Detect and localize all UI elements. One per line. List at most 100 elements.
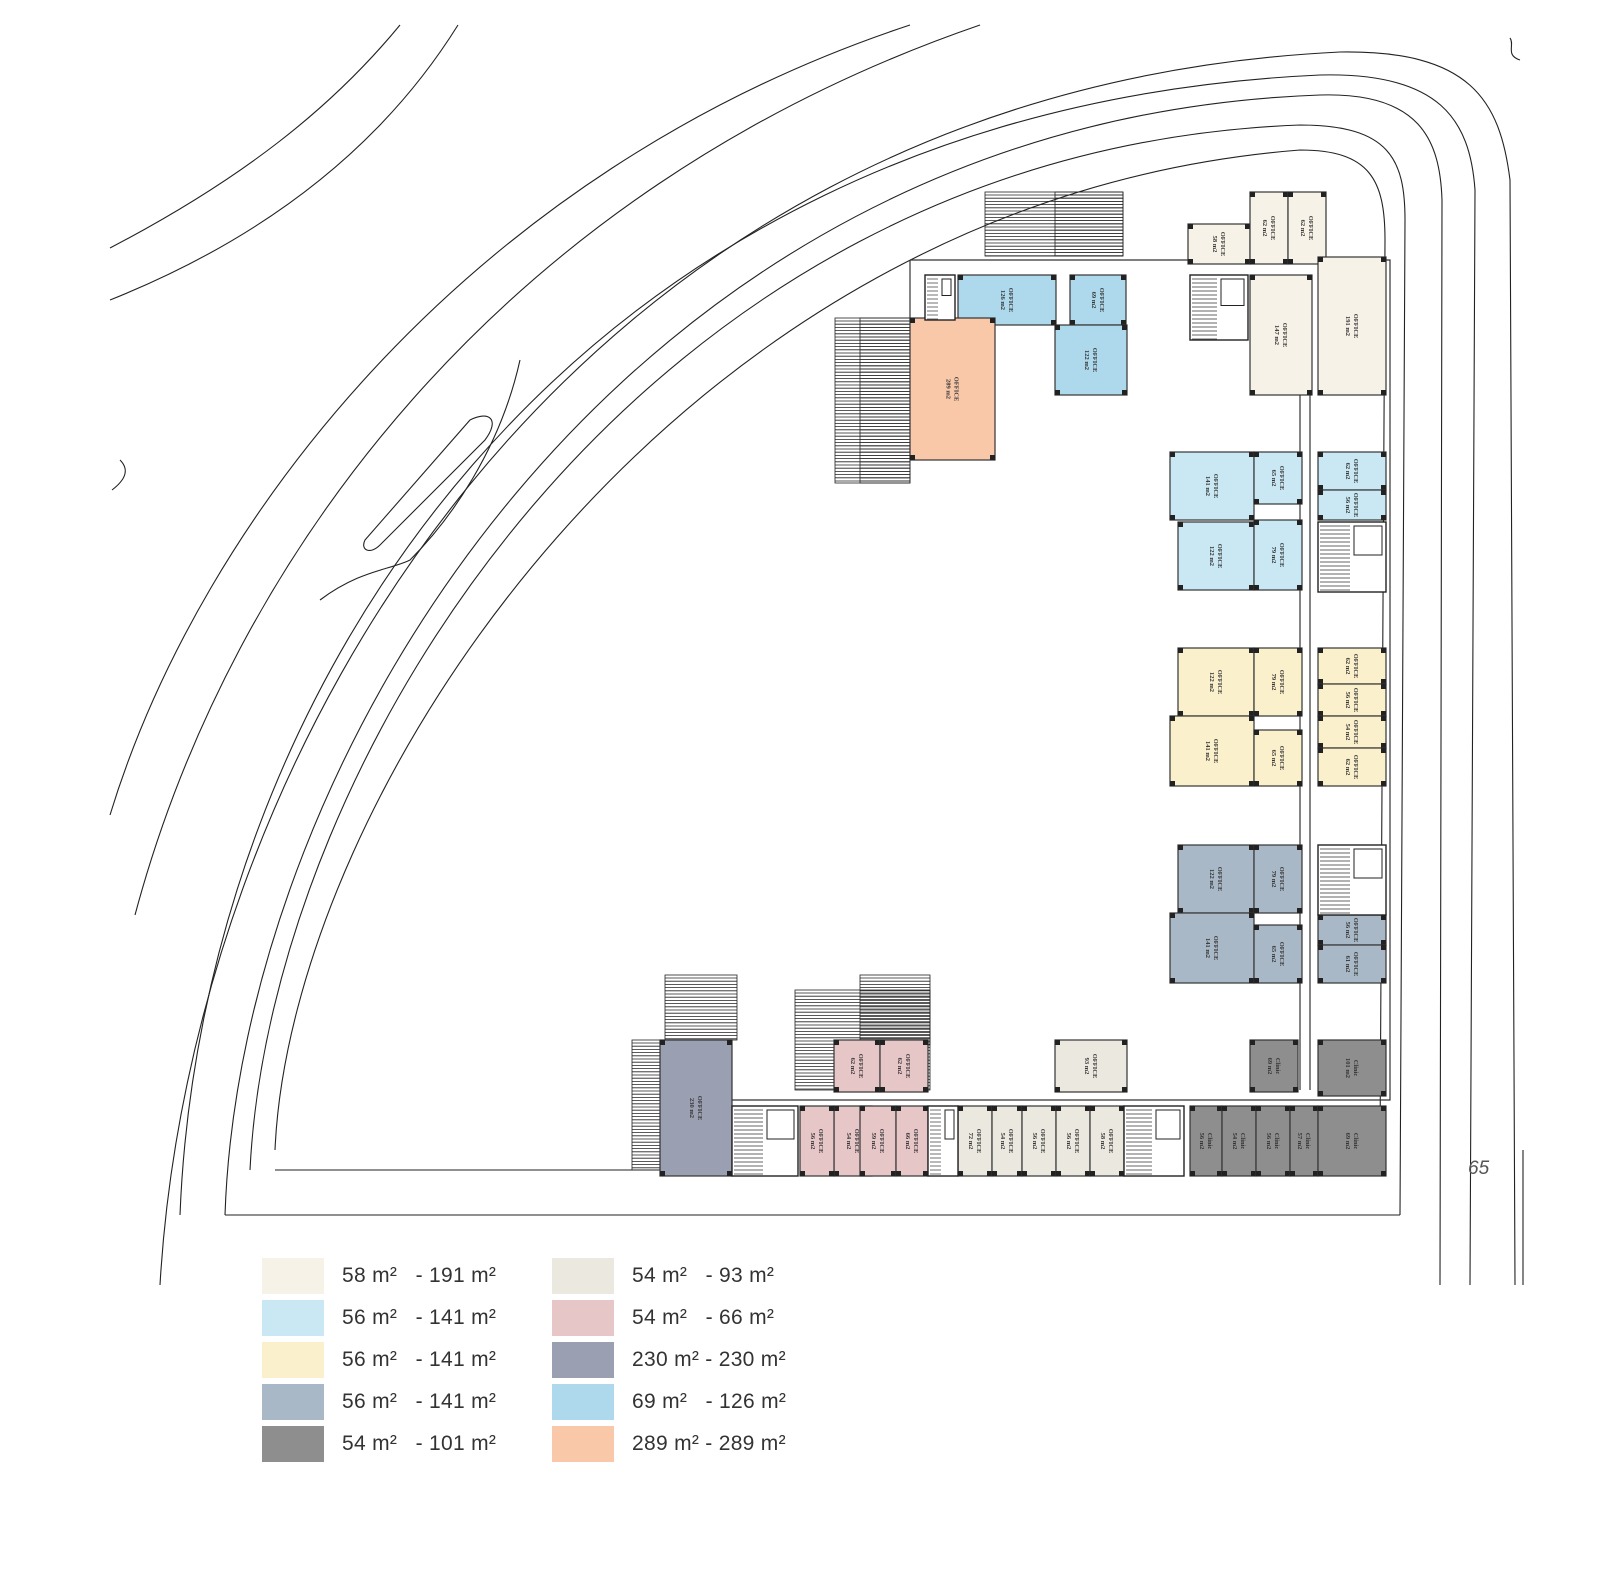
unit-label: Clinic101 m2 <box>1344 1058 1359 1078</box>
office-unit: OFFICE61 m2 <box>1317 944 1387 984</box>
office-unit: OFFICE66 m2 <box>895 1105 929 1177</box>
clinic-unit: Clinic69 m2 <box>1249 1039 1299 1093</box>
office-unit: OFFICE122 m2 <box>1177 521 1255 591</box>
legend-swatch <box>262 1426 324 1462</box>
area-legend: 58 m² - 191 m² 56 m² - 141 m² 56 m² - 141 … <box>262 1258 822 1478</box>
unit-label: OFFICE59 m2 <box>870 1129 885 1154</box>
office-unit: OFFICE62 m2 <box>1249 191 1289 265</box>
office-unit: OFFICE93 m2 <box>1054 1039 1128 1093</box>
unit-label: OFFICE58 m2 <box>1099 1129 1114 1154</box>
unit-label: OFFICE122 m2 <box>1208 867 1223 892</box>
legend-label: 56 m² - 141 m² <box>342 1390 497 1413</box>
office-unit: OFFICE122 m2 <box>1054 324 1128 396</box>
unit-label: OFFICE230 m2 <box>688 1096 703 1121</box>
legend-label: 56 m² - 141 m² <box>342 1306 497 1329</box>
office-unit: OFFICE122 m2 <box>1177 647 1255 717</box>
legend-label: 289 m² - 289 m² <box>632 1432 786 1455</box>
roof-hatching <box>631 191 1124 1171</box>
legend-label: 54 m² - 93 m² <box>632 1264 775 1287</box>
legend-swatch <box>262 1342 324 1378</box>
office-unit: OFFICE122 m2 <box>1177 844 1255 914</box>
unit-label: Clinic54 m2 <box>1231 1133 1246 1150</box>
unit-label: OFFICE61 m2 <box>1344 952 1359 977</box>
unit-label: OFFICE72 m2 <box>967 1129 982 1154</box>
office-unit: OFFICE65 m2 <box>1253 451 1303 505</box>
unit-label: OFFICE58 m2 <box>1211 232 1226 257</box>
office-unit: OFFICE56 m2 <box>1021 1105 1057 1177</box>
office-unit: OFFICE141 m2 <box>1169 715 1255 787</box>
office-unit: OFFICE141 m2 <box>1169 451 1255 521</box>
unit-label: OFFICE69 m2 <box>1090 288 1105 313</box>
unit-label: OFFICE54 m2 <box>1344 720 1359 745</box>
office-unit: OFFICE59 m2 <box>859 1105 897 1177</box>
stair-core <box>1189 274 1249 341</box>
unit-label: OFFICE79 m2 <box>1270 670 1285 695</box>
office-unit: OFFICE56 m2 <box>1317 683 1387 717</box>
unit-label: OFFICE141 m2 <box>1204 936 1219 961</box>
legend-swatch <box>262 1258 324 1294</box>
office-unit: OFFICE65 m2 <box>1253 924 1303 984</box>
office-unit: OFFICE126 m2 <box>957 274 1057 326</box>
stair-core <box>1317 844 1387 916</box>
office-unit: OFFICE69 m2 <box>1069 274 1127 326</box>
page-number: 65 <box>1468 1158 1490 1179</box>
clinic-unit: Clinic56 m2 <box>1189 1105 1223 1177</box>
legend-label: 56 m² - 141 m² <box>342 1348 497 1371</box>
unit-label: OFFICE93 m2 <box>1083 1054 1098 1079</box>
office-unit: OFFICE72 m2 <box>957 1105 993 1177</box>
office-unit: OFFICE62 m2 <box>1317 451 1387 491</box>
unit-label: OFFICE62 m2 <box>1344 755 1359 780</box>
unit-label: OFFICE122 m2 <box>1208 670 1223 695</box>
clinic-unit: Clinic57 m2 <box>1289 1105 1319 1177</box>
unit-label: Clinic56 m2 <box>1265 1133 1280 1150</box>
legend-swatch <box>552 1342 614 1378</box>
unit-label: OFFICE147 m2 <box>1273 323 1288 348</box>
site-road-lines <box>109 24 1524 1286</box>
legend-label: 58 m² - 191 m² <box>342 1264 497 1287</box>
office-unit: OFFICE289 m2 <box>909 317 996 461</box>
office-unit: OFFICE141 m2 <box>1169 912 1255 984</box>
legend-label: 230 m² - 230 m² <box>632 1348 786 1371</box>
clinic-unit: Clinic101 m2 <box>1317 1039 1387 1097</box>
stair-core <box>1123 1105 1185 1177</box>
unit-label: Clinic69 m2 <box>1266 1058 1281 1075</box>
clinic-unit: Clinic69 m2 <box>1317 1105 1387 1177</box>
legend-swatch <box>552 1426 614 1462</box>
stair-core <box>1317 521 1387 593</box>
unit-label: OFFICE62 m2 <box>1261 216 1276 241</box>
legend-label: 54 m² - 66 m² <box>632 1306 775 1329</box>
unit-label: OFFICE65 m2 <box>1270 466 1285 491</box>
unit-label: Clinic57 m2 <box>1296 1133 1311 1150</box>
office-unit: OFFICE230 m2 <box>659 1039 733 1177</box>
unit-label: OFFICE56 m2 <box>1344 688 1359 713</box>
unit-label: OFFICE126 m2 <box>999 288 1014 313</box>
office-unit: OFFICE58 m2 <box>1089 1105 1125 1177</box>
stair-core <box>924 274 956 321</box>
unit-label: OFFICE141 m2 <box>1204 474 1219 499</box>
office-unit: OFFICE56 m2 <box>1055 1105 1091 1177</box>
unit-label: OFFICE79 m2 <box>1270 867 1285 892</box>
office-unit: OFFICE62 m2 <box>1317 647 1387 685</box>
unit-label: OFFICE79 m2 <box>1270 543 1285 568</box>
clinic-unit: Clinic56 m2 <box>1255 1105 1291 1177</box>
unit-label: Clinic69 m2 <box>1344 1133 1359 1150</box>
unit-label: OFFICE191 m2 <box>1344 314 1359 339</box>
unit-label: OFFICE56 m2 <box>1344 918 1359 943</box>
office-unit: OFFICE62 m2 <box>879 1039 929 1093</box>
unit-label: OFFICE54 m2 <box>999 1129 1014 1154</box>
unit-label: OFFICE122 m2 <box>1083 348 1098 373</box>
clinic-unit: Clinic54 m2 <box>1221 1105 1257 1177</box>
legend-swatch <box>552 1384 614 1420</box>
office-unit: OFFICE62 m2 <box>833 1039 881 1093</box>
office-unit: OFFICE56 m2 <box>1317 489 1387 521</box>
office-unit: OFFICE54 m2 <box>1317 715 1387 749</box>
office-unit: OFFICE54 m2 <box>991 1105 1023 1177</box>
office-unit: OFFICE58 m2 <box>1187 223 1251 265</box>
legend-label: 69 m² - 126 m² <box>632 1390 787 1413</box>
unit-label: OFFICE141 m2 <box>1204 739 1219 764</box>
unit-label: OFFICE122 m2 <box>1208 544 1223 569</box>
unit-label: OFFICE56 m2 <box>809 1129 824 1154</box>
stair-core <box>731 1105 799 1177</box>
